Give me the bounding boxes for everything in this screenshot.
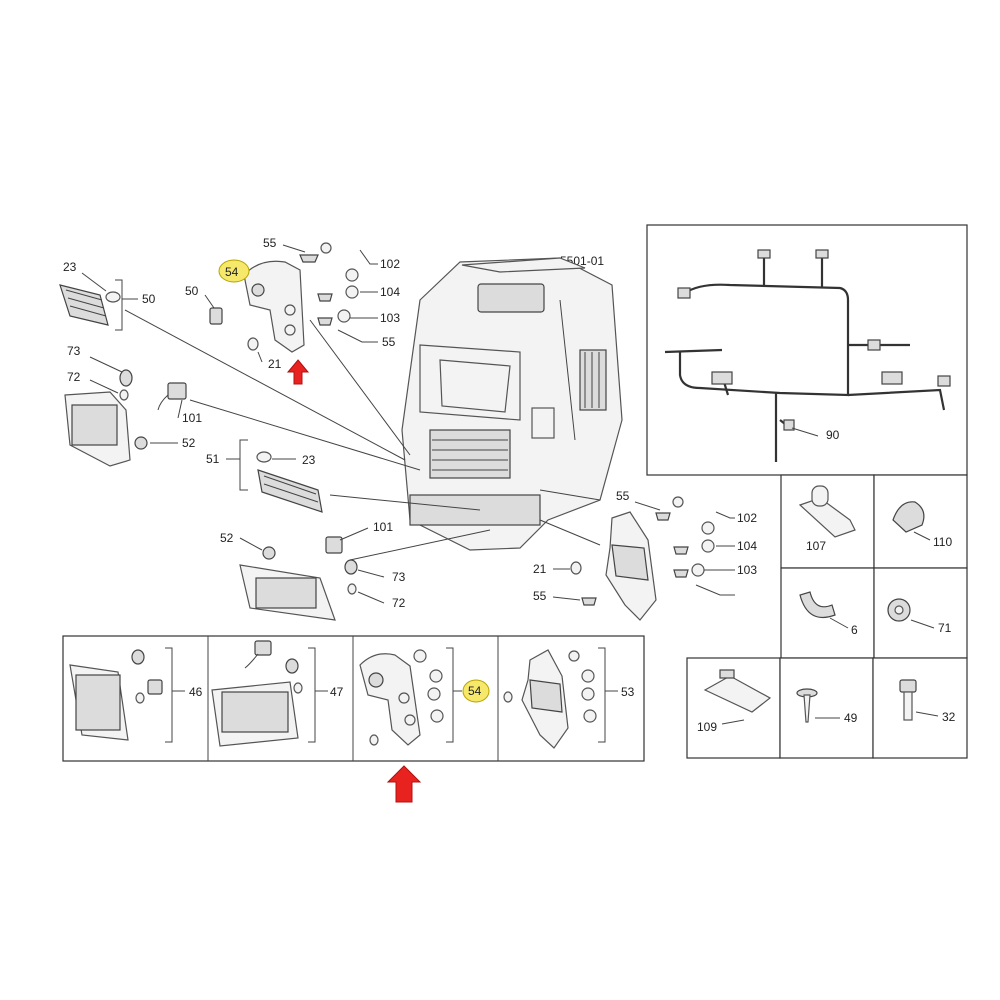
callout-54b-highlight	[462, 679, 490, 703]
leader-lines	[124, 309, 601, 561]
kit-54	[359, 647, 462, 746]
callout-103b: 103	[737, 563, 757, 577]
bracket-50	[59, 272, 138, 331]
callout-53: 53	[621, 685, 635, 699]
callout-54: 54	[225, 265, 239, 279]
wiring-harness-90	[664, 249, 951, 462]
callout-103: 103	[380, 311, 400, 325]
bracket-54-top	[204, 242, 378, 385]
kit-53	[503, 647, 618, 749]
callout-55: 55	[263, 236, 277, 250]
part-49-icon	[796, 688, 840, 723]
part-110-icon	[892, 501, 931, 541]
callout-104b: 104	[737, 539, 757, 553]
callout-109: 109	[697, 720, 717, 734]
callout-72b: 72	[392, 596, 406, 610]
callout-72: 72	[67, 370, 81, 384]
callout-90: 90	[826, 428, 840, 442]
callout-23: 23	[63, 260, 77, 274]
callout-52: 52	[182, 436, 196, 450]
callout-73: 73	[67, 344, 81, 358]
callout-21: 21	[268, 357, 282, 371]
callout-55d: 55	[533, 589, 547, 603]
callout-102: 102	[380, 257, 400, 271]
callout-54b: 54	[468, 684, 482, 698]
bracket-53-right	[552, 496, 735, 621]
callout-102b: 102	[737, 511, 757, 525]
part-109-icon	[703, 669, 772, 725]
kit-46	[69, 647, 185, 743]
callout-52b: 52	[220, 531, 234, 545]
kit-47	[211, 640, 328, 747]
small-parts-grid	[686, 474, 968, 759]
callout-6: 6	[851, 623, 858, 637]
callout-46: 46	[189, 685, 203, 699]
part-107-icon	[798, 485, 856, 538]
part-71-icon	[887, 598, 935, 629]
callout-47: 47	[330, 685, 344, 699]
callout-71: 71	[938, 621, 952, 635]
callout-101: 101	[182, 411, 202, 425]
callout-110: 110	[933, 535, 952, 549]
part-6-icon	[799, 591, 849, 629]
callout-23b: 23	[302, 453, 316, 467]
truck-cab-illustration	[401, 257, 623, 551]
callout-107: 107	[806, 539, 826, 553]
callout-21b: 21	[533, 562, 547, 576]
callout-50b: 50	[185, 284, 199, 298]
callout-49: 49	[844, 711, 858, 725]
connector-101-left	[157, 382, 187, 419]
callout-50: 50	[142, 292, 156, 306]
callout-54-highlight	[218, 259, 250, 283]
callout-32: 32	[942, 710, 956, 724]
callout-51: 51	[206, 452, 220, 466]
headlamp-lower-left	[239, 527, 385, 621]
callout-55c: 55	[616, 489, 630, 503]
pointer-arrow-top	[286, 359, 310, 385]
callout-104: 104	[380, 285, 400, 299]
headlamp-left	[64, 356, 178, 467]
bracket-51	[226, 439, 323, 513]
part-32-icon	[899, 679, 939, 721]
callout-101b: 101	[373, 520, 393, 534]
pointer-arrow-bottom	[386, 765, 422, 803]
callout-73b: 73	[392, 570, 406, 584]
callout-55b: 55	[382, 335, 396, 349]
